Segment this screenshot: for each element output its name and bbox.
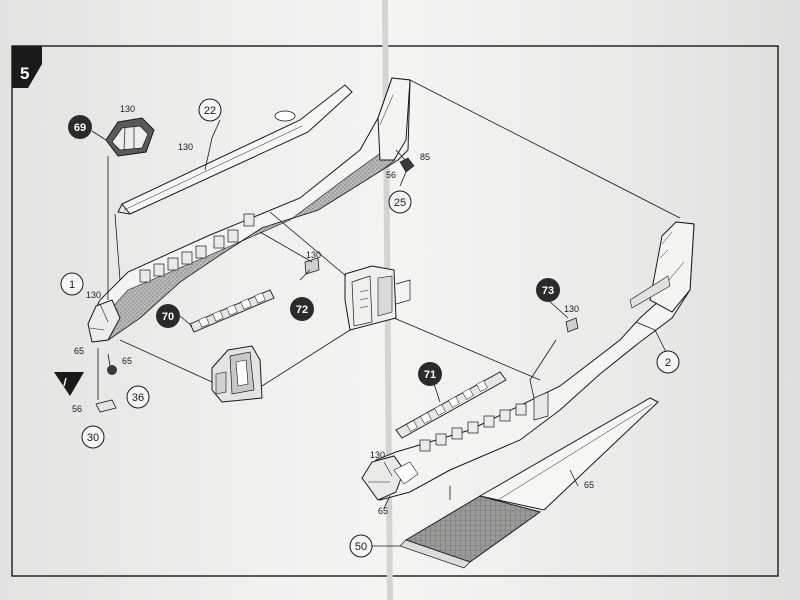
part-30-small <box>95 399 117 413</box>
svg-text:1: 1 <box>69 279 75 291</box>
svg-text:69: 69 <box>74 122 86 134</box>
svg-text:71: 71 <box>424 369 436 381</box>
paint-code-85-part25: 85 <box>420 152 430 162</box>
svg-text:72: 72 <box>296 304 308 316</box>
callout-25: 25 <box>388 190 412 214</box>
callout-73: 73 <box>536 278 560 302</box>
page-border <box>11 45 779 577</box>
part-73-small <box>565 317 579 333</box>
callout-71: 71 <box>418 362 442 386</box>
part-71-window-strip <box>395 371 507 439</box>
paint-code-130-nose: 130 <box>86 290 101 300</box>
step-badge: 5 <box>12 46 42 88</box>
leader-lines <box>91 79 681 547</box>
svg-text:50: 50 <box>355 541 367 553</box>
svg-text:70: 70 <box>162 311 174 323</box>
paint-code-130-part72: 130 <box>306 250 321 260</box>
direction-arrow <box>54 372 84 396</box>
paint-code-56-part30: 56 <box>72 404 82 414</box>
callout-70: 70 <box>156 304 180 328</box>
callout-1: 1 <box>60 272 84 296</box>
callout-50: 50 <box>349 534 373 558</box>
callout-69: 69 <box>68 115 92 139</box>
paint-code-65-part36: 65 <box>122 356 132 366</box>
callout-72: 72 <box>290 297 314 321</box>
svg-text:36: 36 <box>132 392 144 404</box>
step-number: 5 <box>20 64 29 83</box>
callout-36: 36 <box>126 385 150 409</box>
paint-code-65-nose: 65 <box>74 346 84 356</box>
svg-text:30: 30 <box>87 432 99 444</box>
svg-text:73: 73 <box>542 285 554 297</box>
paint-code-130-right-nose: 130 <box>370 450 385 460</box>
part-50-floor <box>399 397 659 569</box>
callout-22: 22 <box>198 98 222 122</box>
callout-2: 2 <box>656 350 680 374</box>
part-36-small <box>107 365 117 375</box>
right-fuselage-half <box>361 221 695 501</box>
part-22-roof <box>117 84 353 215</box>
paint-code-65-floor: 65 <box>584 480 594 490</box>
callout-30: 30 <box>81 425 105 449</box>
paint-code-65-right-nose: 65 <box>378 506 388 516</box>
paint-code-130-part73: 130 <box>564 304 579 314</box>
left-fuselage-half <box>87 77 411 343</box>
svg-text:22: 22 <box>204 105 216 117</box>
svg-text:25: 25 <box>394 197 406 209</box>
part-25-small <box>399 157 415 173</box>
paint-code-130-roof: 130 <box>178 142 193 152</box>
svg-text:2: 2 <box>665 357 671 369</box>
paint-code-56-part25: 56 <box>386 170 396 180</box>
paint-code-130-canopy: 130 <box>120 104 135 114</box>
interior-bulkheads <box>189 257 411 403</box>
part-69-canopy <box>105 117 155 157</box>
